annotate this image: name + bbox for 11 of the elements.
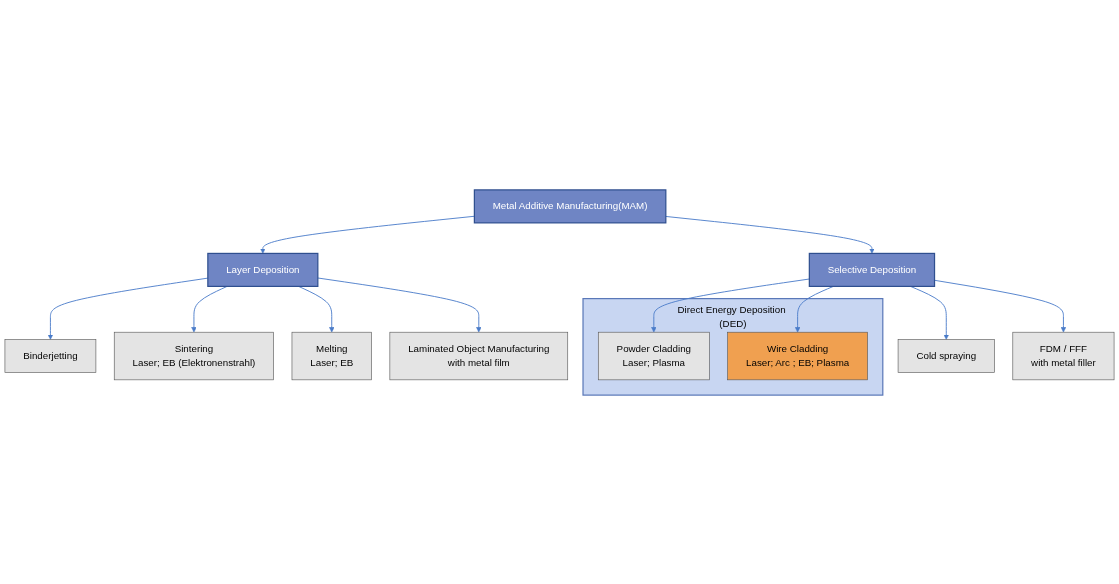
node-box: Metal Additive Manufacturing(MAM) bbox=[473, 188, 667, 223]
node-box: Powder Cladding Laser; Plasma bbox=[598, 331, 710, 380]
node-box: Wire Cladding Laser; Arc ; EB; Plasma bbox=[727, 331, 868, 380]
node-box: Selective Deposition bbox=[808, 252, 936, 287]
node-box: Layer Deposition bbox=[207, 252, 319, 287]
node-box: Laminated Object Manufacturing with metal film bbox=[389, 331, 569, 380]
node-box: Cold spraying bbox=[897, 338, 995, 373]
node-box: Melting Laser; EB bbox=[291, 331, 372, 380]
node-box: Sintering Laser; EB (Elektronenstrahl) bbox=[113, 331, 274, 380]
node-box: FDM / FFF with metal filler bbox=[1012, 331, 1115, 380]
node-box: Binderjetting bbox=[4, 338, 97, 373]
